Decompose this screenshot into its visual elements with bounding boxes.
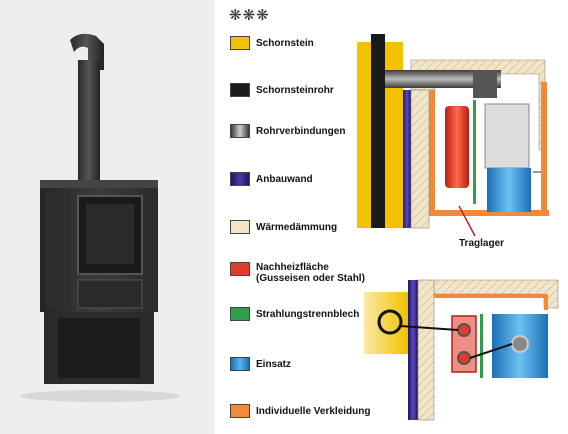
legend-item-schornsteinrohr: Schornsteinrohr [230,82,334,98]
legend-swatch [230,172,250,186]
legend-item-strahlungstrennblech: Strahlungstrennblech [230,306,359,322]
legend-swatch [230,83,250,97]
legend-item-rohrverbindungen: Rohrverbindungen [230,123,345,139]
section-diagram-bottom [364,279,559,421]
legend-label: Wärmedämmung [256,221,338,233]
legend-swatch [230,307,250,321]
stars-mark: ❋❋❋ [229,7,270,24]
legend-sublabel: (Gusseisen oder Stahl) [256,273,365,284]
legend-item-nachheizflaeche: Nachheizfläche (Gusseisen oder Stahl) [230,262,365,284]
legend-item-waermedaemmung: Wärmedämmung [230,219,337,235]
legend-label: Schornstein [256,37,314,49]
legend-swatch [230,262,250,276]
stove-photo [0,0,215,434]
section-diagram-top [357,34,549,237]
legend-label: Rohrverbindungen [256,125,346,137]
legend-item-anbauwand: Anbauwand [230,171,313,187]
legend-label: Nachheizfläche [256,262,329,273]
legend-item-schornstein: Schornstein [230,35,314,51]
legend-label: Schornsteinrohr [256,84,334,96]
legend-swatch [230,404,250,418]
legend-swatch [230,36,250,50]
legend-item-verkleidung: Individuelle Verkleidung [230,403,370,419]
traglager-label: Traglager [459,238,505,249]
legend-swatch [230,220,250,234]
legend-swatch [230,357,250,371]
legend-label: Einsatz [256,358,292,370]
legend-label: Strahlungstrennblech [256,308,360,320]
legend-label: Anbauwand [256,173,313,185]
legend-swatch [230,124,250,138]
legend-item-einsatz: Einsatz [230,356,291,372]
legend-label: Individuelle Verkleidung [256,405,371,417]
